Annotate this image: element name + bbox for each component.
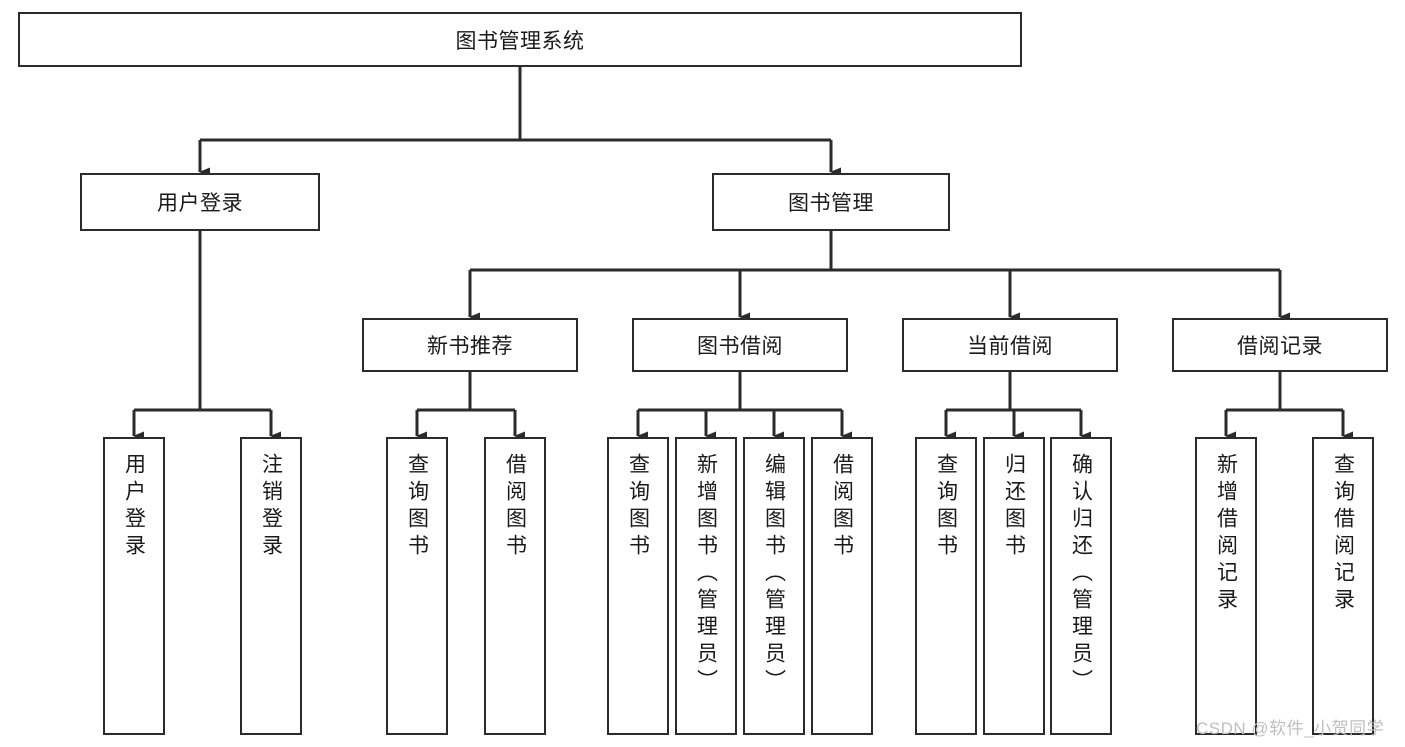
node-query-borrow-record: 查询借阅记录 [1312,437,1374,735]
node-query-book-1: 查询图书 [386,437,448,735]
node-borrow-record: 借阅记录 [1172,318,1388,372]
node-label: 确认归还（管理员） [1069,453,1093,696]
node-label: 新增图书（管理员） [694,453,718,696]
node-label: 当前借阅 [967,335,1053,358]
node-label: 图书借阅 [697,335,783,358]
node-return-book: 归还图书 [983,437,1045,735]
node-edit-book: 编辑图书（管理员） [743,437,805,735]
node-label: 借阅图书 [830,453,854,561]
node-borrow-book-1: 借阅图书 [484,437,546,735]
node-add-book: 新增图书（管理员） [675,437,737,735]
node-user-login-do: 用户登录 [103,437,165,735]
node-user-logout: 注销登录 [240,437,302,735]
node-book-borrow: 图书借阅 [632,318,848,372]
node-label: 新书推荐 [427,335,513,358]
node-confirm-return: 确认归还（管理员） [1050,437,1112,735]
node-label: 查询图书 [934,453,958,561]
node-current-borrow: 当前借阅 [902,318,1118,372]
node-label: 图书管理系统 [455,29,585,53]
csdn-watermark: CSDN @软件_小贺同学 [1196,719,1385,738]
node-query-book-2: 查询图书 [607,437,669,735]
node-label: 编辑图书（管理员） [762,453,786,696]
node-new-book-rec: 新书推荐 [362,318,578,372]
node-label: 归还图书 [1002,453,1026,561]
node-label: 新增借阅记录 [1214,453,1238,615]
node-label: 用户登录 [122,453,146,561]
node-root: 图书管理系统 [18,12,1022,67]
node-user-login: 用户登录 [80,173,320,231]
node-label: 查询图书 [405,453,429,561]
node-label: 图书管理 [788,192,874,215]
node-label: 用户登录 [157,192,243,215]
node-label: 查询图书 [626,453,650,561]
node-label: 借阅图书 [503,453,527,561]
node-label: 查询借阅记录 [1331,453,1355,615]
node-label: 借阅记录 [1237,335,1323,358]
node-borrow-book-2: 借阅图书 [811,437,873,735]
node-add-borrow-record: 新增借阅记录 [1195,437,1257,735]
node-label: 注销登录 [259,453,283,561]
node-book-manage: 图书管理 [712,173,950,231]
node-query-book-3: 查询图书 [915,437,977,735]
